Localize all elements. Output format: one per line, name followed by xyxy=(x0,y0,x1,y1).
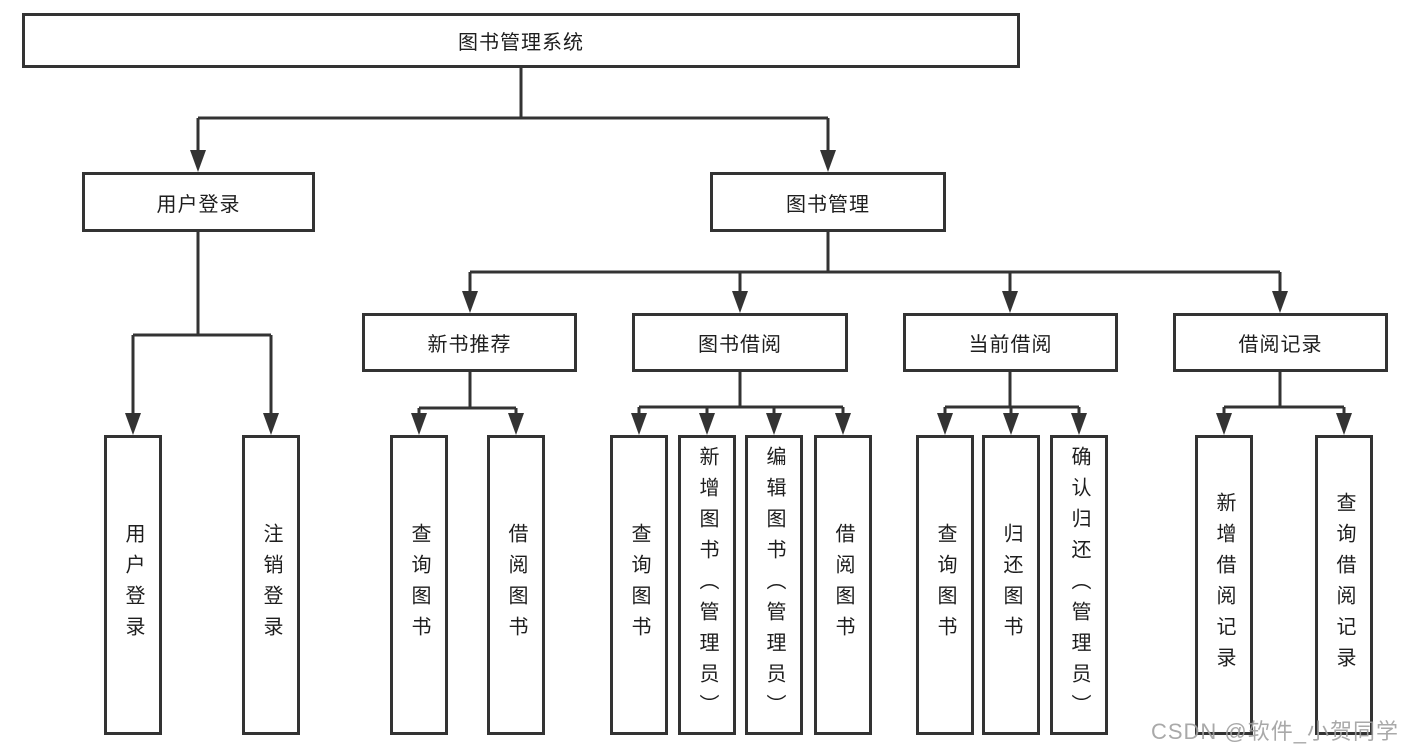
leaf-user-login: 用户登录 xyxy=(104,435,162,735)
leaf-label: 查询图书 xyxy=(934,523,956,647)
arrowhead-icon xyxy=(699,413,715,435)
arrowhead-icon xyxy=(1003,413,1019,435)
arrowhead-icon xyxy=(462,291,478,313)
connector-root-to-level2 xyxy=(196,66,830,156)
node-label: 新书推荐 xyxy=(427,334,512,356)
arrowhead-icon xyxy=(631,413,647,435)
leaf-label: 查询借阅记录 xyxy=(1333,492,1355,678)
arrowhead-icon xyxy=(190,150,206,172)
connector-book-mgmt-to-level3 xyxy=(468,230,1282,297)
leaf-label: 注销登录 xyxy=(260,523,282,647)
connector-current-borrow-to-leaves xyxy=(943,370,1081,419)
arrowhead-icon xyxy=(508,413,524,435)
leaf-label: 查询图书 xyxy=(628,523,650,647)
arrowhead-icon xyxy=(766,413,782,435)
leaf-bb-query-books: 查询图书 xyxy=(610,435,668,735)
leaf-label: 新增图书（管理员） xyxy=(696,445,718,725)
node-borrow-records: 借阅记录 xyxy=(1173,313,1388,372)
arrowhead-icon xyxy=(1336,413,1352,435)
leaf-label: 借阅图书 xyxy=(832,523,854,647)
leaf-logout: 注销登录 xyxy=(242,435,300,735)
leaf-cb-confirm-return-admin: 确认归还（管理员） xyxy=(1050,435,1108,735)
arrowhead-icon xyxy=(411,413,427,435)
arrowhead-icon xyxy=(820,150,836,172)
node-label: 图书借阅 xyxy=(698,334,782,356)
node-current-borrow: 当前借阅 xyxy=(903,313,1118,372)
arrowhead-icon xyxy=(732,291,748,313)
node-book-mgmt-group: 图书管理 xyxy=(710,172,946,232)
leaf-bb-edit-books-admin: 编辑图书（管理员） xyxy=(745,435,803,735)
node-label: 图书管理 xyxy=(786,193,870,216)
arrowhead-icon xyxy=(1272,291,1288,313)
node-user-login-group: 用户登录 xyxy=(82,172,315,232)
leaf-label: 确认归还（管理员） xyxy=(1068,445,1090,725)
arrowhead-icon xyxy=(1216,413,1232,435)
leaf-label: 新增借阅记录 xyxy=(1213,492,1235,678)
leaf-cb-return-books: 归还图书 xyxy=(982,435,1040,735)
leaf-label: 编辑图书（管理员） xyxy=(763,445,785,725)
node-label: 用户登录 xyxy=(156,193,241,216)
leaf-rec-query-books: 查询图书 xyxy=(390,435,448,735)
node-book-borrow: 图书借阅 xyxy=(632,313,848,372)
node-new-book-recommend: 新书推荐 xyxy=(362,313,577,372)
leaf-br-add-record: 新增借阅记录 xyxy=(1195,435,1253,735)
node-root-library-system: 图书管理系统 xyxy=(22,13,1020,68)
arrowhead-icon xyxy=(1071,413,1087,435)
connector-new-book-rec-to-leaves xyxy=(417,370,518,419)
node-label: 借阅记录 xyxy=(1238,334,1323,356)
leaf-bb-add-books-admin: 新增图书（管理员） xyxy=(678,435,736,735)
leaf-cb-query-books: 查询图书 xyxy=(916,435,974,735)
leaf-br-query-record: 查询借阅记录 xyxy=(1315,435,1373,735)
leaf-label: 借阅图书 xyxy=(505,523,527,647)
connector-borrow-records-to-leaves xyxy=(1222,370,1346,419)
arrowhead-icon xyxy=(125,413,141,435)
arrowhead-icon xyxy=(937,413,953,435)
connector-user-login-to-leaves xyxy=(131,230,273,419)
arrowhead-icon xyxy=(1002,291,1018,313)
arrowhead-icon xyxy=(835,413,851,435)
leaf-bb-borrow-books: 借阅图书 xyxy=(814,435,872,735)
node-label: 图书管理系统 xyxy=(458,32,584,54)
node-label: 当前借阅 xyxy=(968,334,1053,356)
leaf-label: 查询图书 xyxy=(408,523,430,647)
connector-book-borrow-to-leaves xyxy=(637,370,845,419)
arrowhead-icon xyxy=(263,413,279,435)
leaf-label: 用户登录 xyxy=(122,523,144,647)
leaf-label: 归还图书 xyxy=(1000,523,1022,647)
leaf-rec-borrow-books: 借阅图书 xyxy=(487,435,545,735)
